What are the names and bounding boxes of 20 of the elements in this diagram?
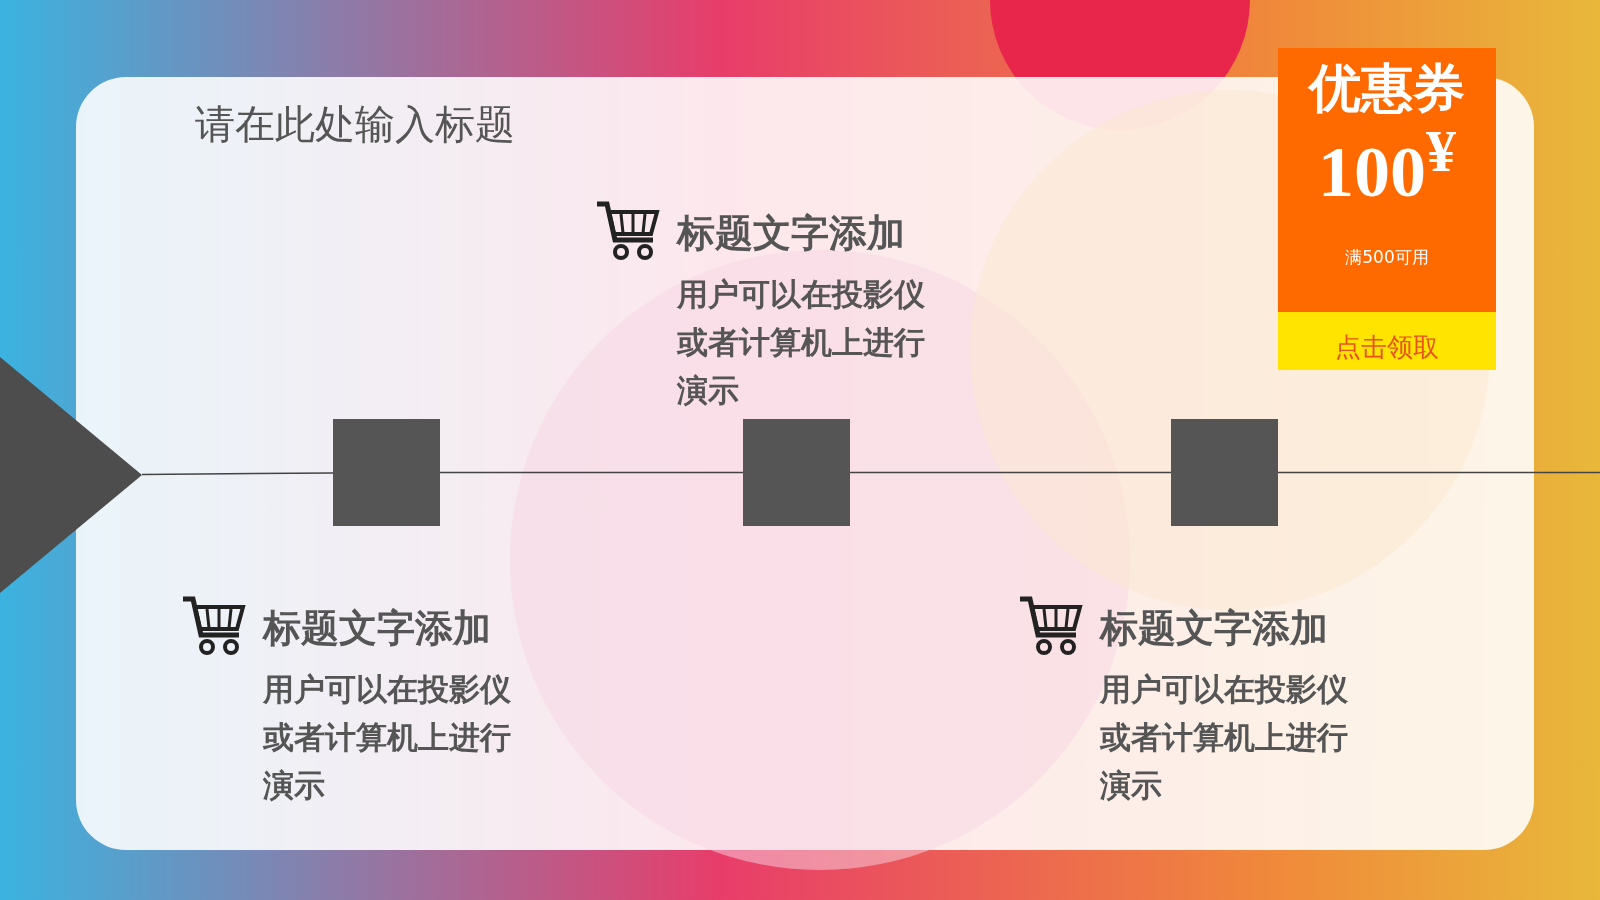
claim-link: 点击领取 [1335,332,1439,363]
triangle-marker [0,357,142,593]
item-heading: 标题文字添加 [1100,605,1328,652]
item-description: 用户可以在投影仪或者计算机上进行演示 [263,670,512,805]
coupon-card [1278,48,1496,370]
item-heading: 标题文字添加 [263,605,491,652]
slide-title: 请在此处输入标题 [195,100,515,149]
timeline-line [439,471,744,474]
item-description: 用户可以在投影仪或者计算机上进行演示 [1100,670,1349,805]
timeline-line [849,471,1172,474]
timeline-square [743,419,850,526]
coupon-heading: 优惠券 [1309,58,1465,118]
timeline-line [1277,471,1600,474]
item-heading: 标题文字添加 [677,210,905,257]
coupon-amount: 100$^{¥}$ [1318,132,1456,212]
timeline-line [141,472,334,476]
timeline-square [1171,419,1278,526]
timeline-square [333,419,440,526]
coupon-condition: 满500可用 [1345,247,1429,267]
item-description: 用户可以在投影仪或者计算机上进行演示 [677,275,926,410]
